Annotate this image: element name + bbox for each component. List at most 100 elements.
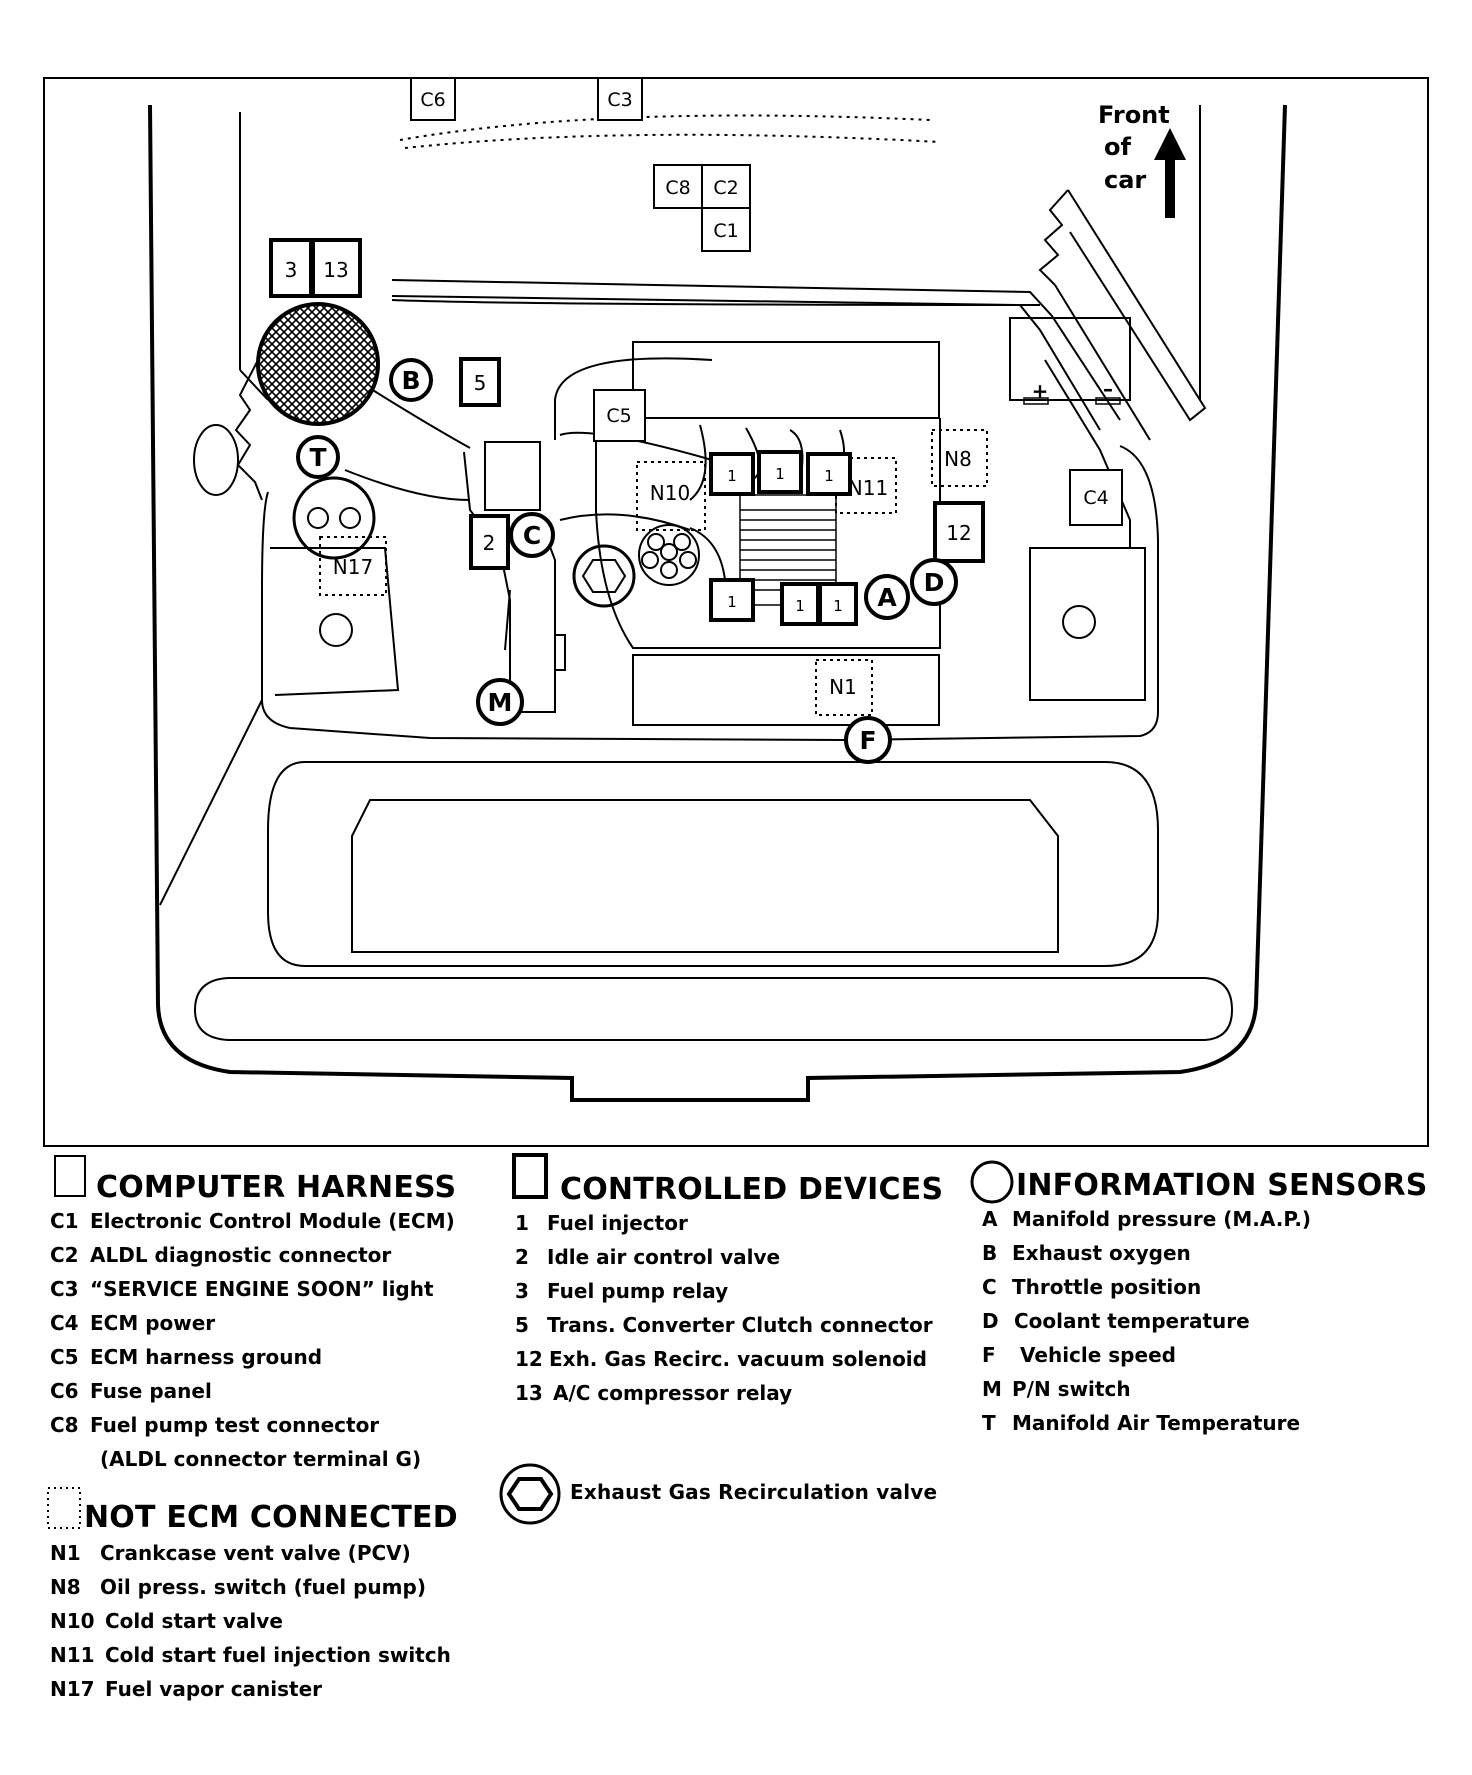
egr-valve-legend-text: Exhaust Gas Recirculation valve <box>570 1480 938 1504</box>
diagram-frame <box>43 77 1429 1147</box>
sensor-circle-d <box>910 558 958 606</box>
harness-label-c2: C2 <box>713 177 738 199</box>
not-ecm-box-n11 <box>835 457 897 514</box>
sensor-label-a: A <box>877 583 897 612</box>
sensor-circle-a <box>864 574 910 620</box>
harness-box-c6 <box>410 77 456 121</box>
sensor-label-d: D <box>924 568 945 597</box>
sensor-label-m: M <box>488 688 513 717</box>
inner-fender-lines <box>159 105 1201 906</box>
sensor-circle-c <box>509 512 555 558</box>
washer-reservoir <box>193 424 239 496</box>
sensor-circle-b <box>389 358 433 402</box>
front-of-car-indicator: Front of car <box>1098 101 1186 218</box>
egr-valve-symbol-icon <box>499 1463 561 1525</box>
device-label-3: 3 <box>285 258 298 282</box>
harness-box-c2 <box>701 164 751 209</box>
cold-start-valve <box>638 524 726 586</box>
sensor-circle-t <box>296 435 340 479</box>
harness-box-c1 <box>701 207 751 252</box>
wiring-harness <box>344 279 1131 548</box>
device-label-2: 2 <box>483 531 496 555</box>
not-ecm-label-n17: N17 <box>333 555 373 579</box>
legend-item: C3“SERVICE ENGINE SOON” light <box>50 1277 434 1301</box>
device-box-1-d <box>709 578 755 622</box>
sensor-circle-m <box>476 678 524 726</box>
sensor-label-f: F <box>859 726 876 755</box>
not-ecm-box-n17 <box>319 536 387 596</box>
harness-box-c5 <box>593 389 646 442</box>
front-arrow-icon <box>1154 128 1186 218</box>
not-ecm-box-n1 <box>815 659 873 716</box>
not-ecm-label-n1: N1 <box>829 675 857 699</box>
not-ecm-label-n11: N11 <box>848 476 888 500</box>
device-box-5 <box>459 357 501 407</box>
device-label-5: 5 <box>474 371 487 395</box>
computer-harness-heading: COMPUTER HARNESS <box>96 1170 457 1205</box>
right-fender-detail <box>1038 189 1207 441</box>
car-body-outline <box>148 104 1287 1102</box>
device-box-1-c <box>806 452 852 496</box>
harness-label-c6: C6 <box>420 89 445 111</box>
computer-harness-symbol-icon <box>54 1155 86 1197</box>
device-label-13: 13 <box>323 258 348 282</box>
not-ecm-label-n10: N10 <box>650 481 690 505</box>
battery: + – <box>1009 317 1131 405</box>
device-label-1-d: 1 <box>727 593 737 611</box>
exhaust-oxygen-sensor-body <box>256 302 380 426</box>
front-label-line1: Front <box>1098 101 1170 129</box>
harness-label-c8: C8 <box>665 177 690 199</box>
device-label-1-c: 1 <box>824 467 834 485</box>
controlled-devices-symbol-icon <box>512 1153 548 1199</box>
legend-item: (ALDL connector terminal G) <box>100 1447 422 1471</box>
not-ecm-connected-symbol-icon <box>47 1487 81 1529</box>
front-label-line3: car <box>1104 166 1146 194</box>
not-ecm-connected-heading: NOT ECM CONNECTED <box>84 1500 458 1535</box>
not-ecm-label-n8: N8 <box>944 447 972 471</box>
device-label-1-b: 1 <box>775 465 785 483</box>
radiator-panel <box>193 761 1234 1041</box>
egr-valve <box>572 544 636 608</box>
sensor-label-c: C <box>523 521 541 550</box>
harness-box-c3 <box>597 77 643 121</box>
battery-plus-label: + <box>1032 379 1049 403</box>
sensor-label-t: T <box>309 443 326 472</box>
information-sensors-heading: INFORMATION SENSORS <box>1016 1168 1428 1203</box>
harness-label-c3: C3 <box>607 89 632 111</box>
device-box-13 <box>311 238 362 298</box>
sensor-circle-f <box>844 716 892 764</box>
left-fender-detail <box>234 359 269 501</box>
device-box-1-a <box>709 452 755 496</box>
engine-compartment-diagram: + – Front of car C6 C3 C8 C2 C 1 C5 C4 <box>43 77 1429 1147</box>
cowl-dotted-lines <box>399 114 941 149</box>
harness-label-c4: C4 <box>1083 487 1108 509</box>
vapor-canister <box>292 476 376 560</box>
device-box-2 <box>469 514 510 570</box>
battery-minus-label: – <box>1103 377 1113 401</box>
harness-label-c5: C5 <box>606 405 631 427</box>
device-label-1-f: 1 <box>833 597 843 615</box>
